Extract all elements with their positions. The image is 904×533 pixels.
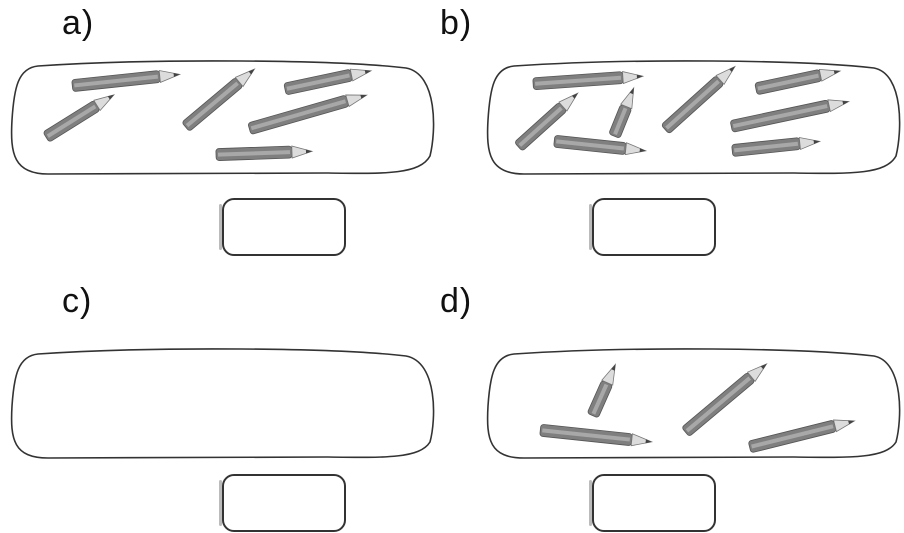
pencil-icon — [215, 145, 314, 161]
pencil-icon — [539, 424, 654, 447]
pencil-icon — [730, 99, 851, 133]
pencil-icon — [532, 71, 645, 91]
part-label-a: a) — [62, 4, 95, 42]
pencil-icon — [515, 92, 579, 151]
pencil-icon — [182, 68, 256, 131]
answer-box-c[interactable] — [219, 474, 346, 532]
part-label-b: b) — [440, 4, 473, 42]
pencil-icon — [748, 419, 856, 453]
pencil-icon — [248, 94, 368, 135]
pencil-icon — [553, 135, 648, 156]
part-label-d: d) — [440, 282, 473, 320]
pencil-icon — [731, 137, 822, 157]
pencil-icon — [609, 86, 635, 138]
pencil-icon — [661, 65, 736, 134]
pencil-icon — [283, 68, 373, 95]
pencil-tray-c — [10, 348, 435, 459]
answer-box-a[interactable] — [219, 198, 346, 256]
pencil-icon — [71, 69, 182, 92]
pencil-icon — [587, 363, 616, 418]
answer-box-b[interactable] — [589, 198, 716, 256]
pencil-tray-d — [486, 348, 901, 459]
pencil-tray-b — [486, 60, 901, 175]
pencil-icon — [682, 363, 768, 436]
pencil-icon — [43, 94, 116, 142]
pencil-icon — [754, 68, 842, 95]
answer-box-d[interactable] — [589, 474, 716, 532]
pencil-tray-a — [10, 60, 435, 175]
part-label-c: c) — [62, 282, 93, 320]
